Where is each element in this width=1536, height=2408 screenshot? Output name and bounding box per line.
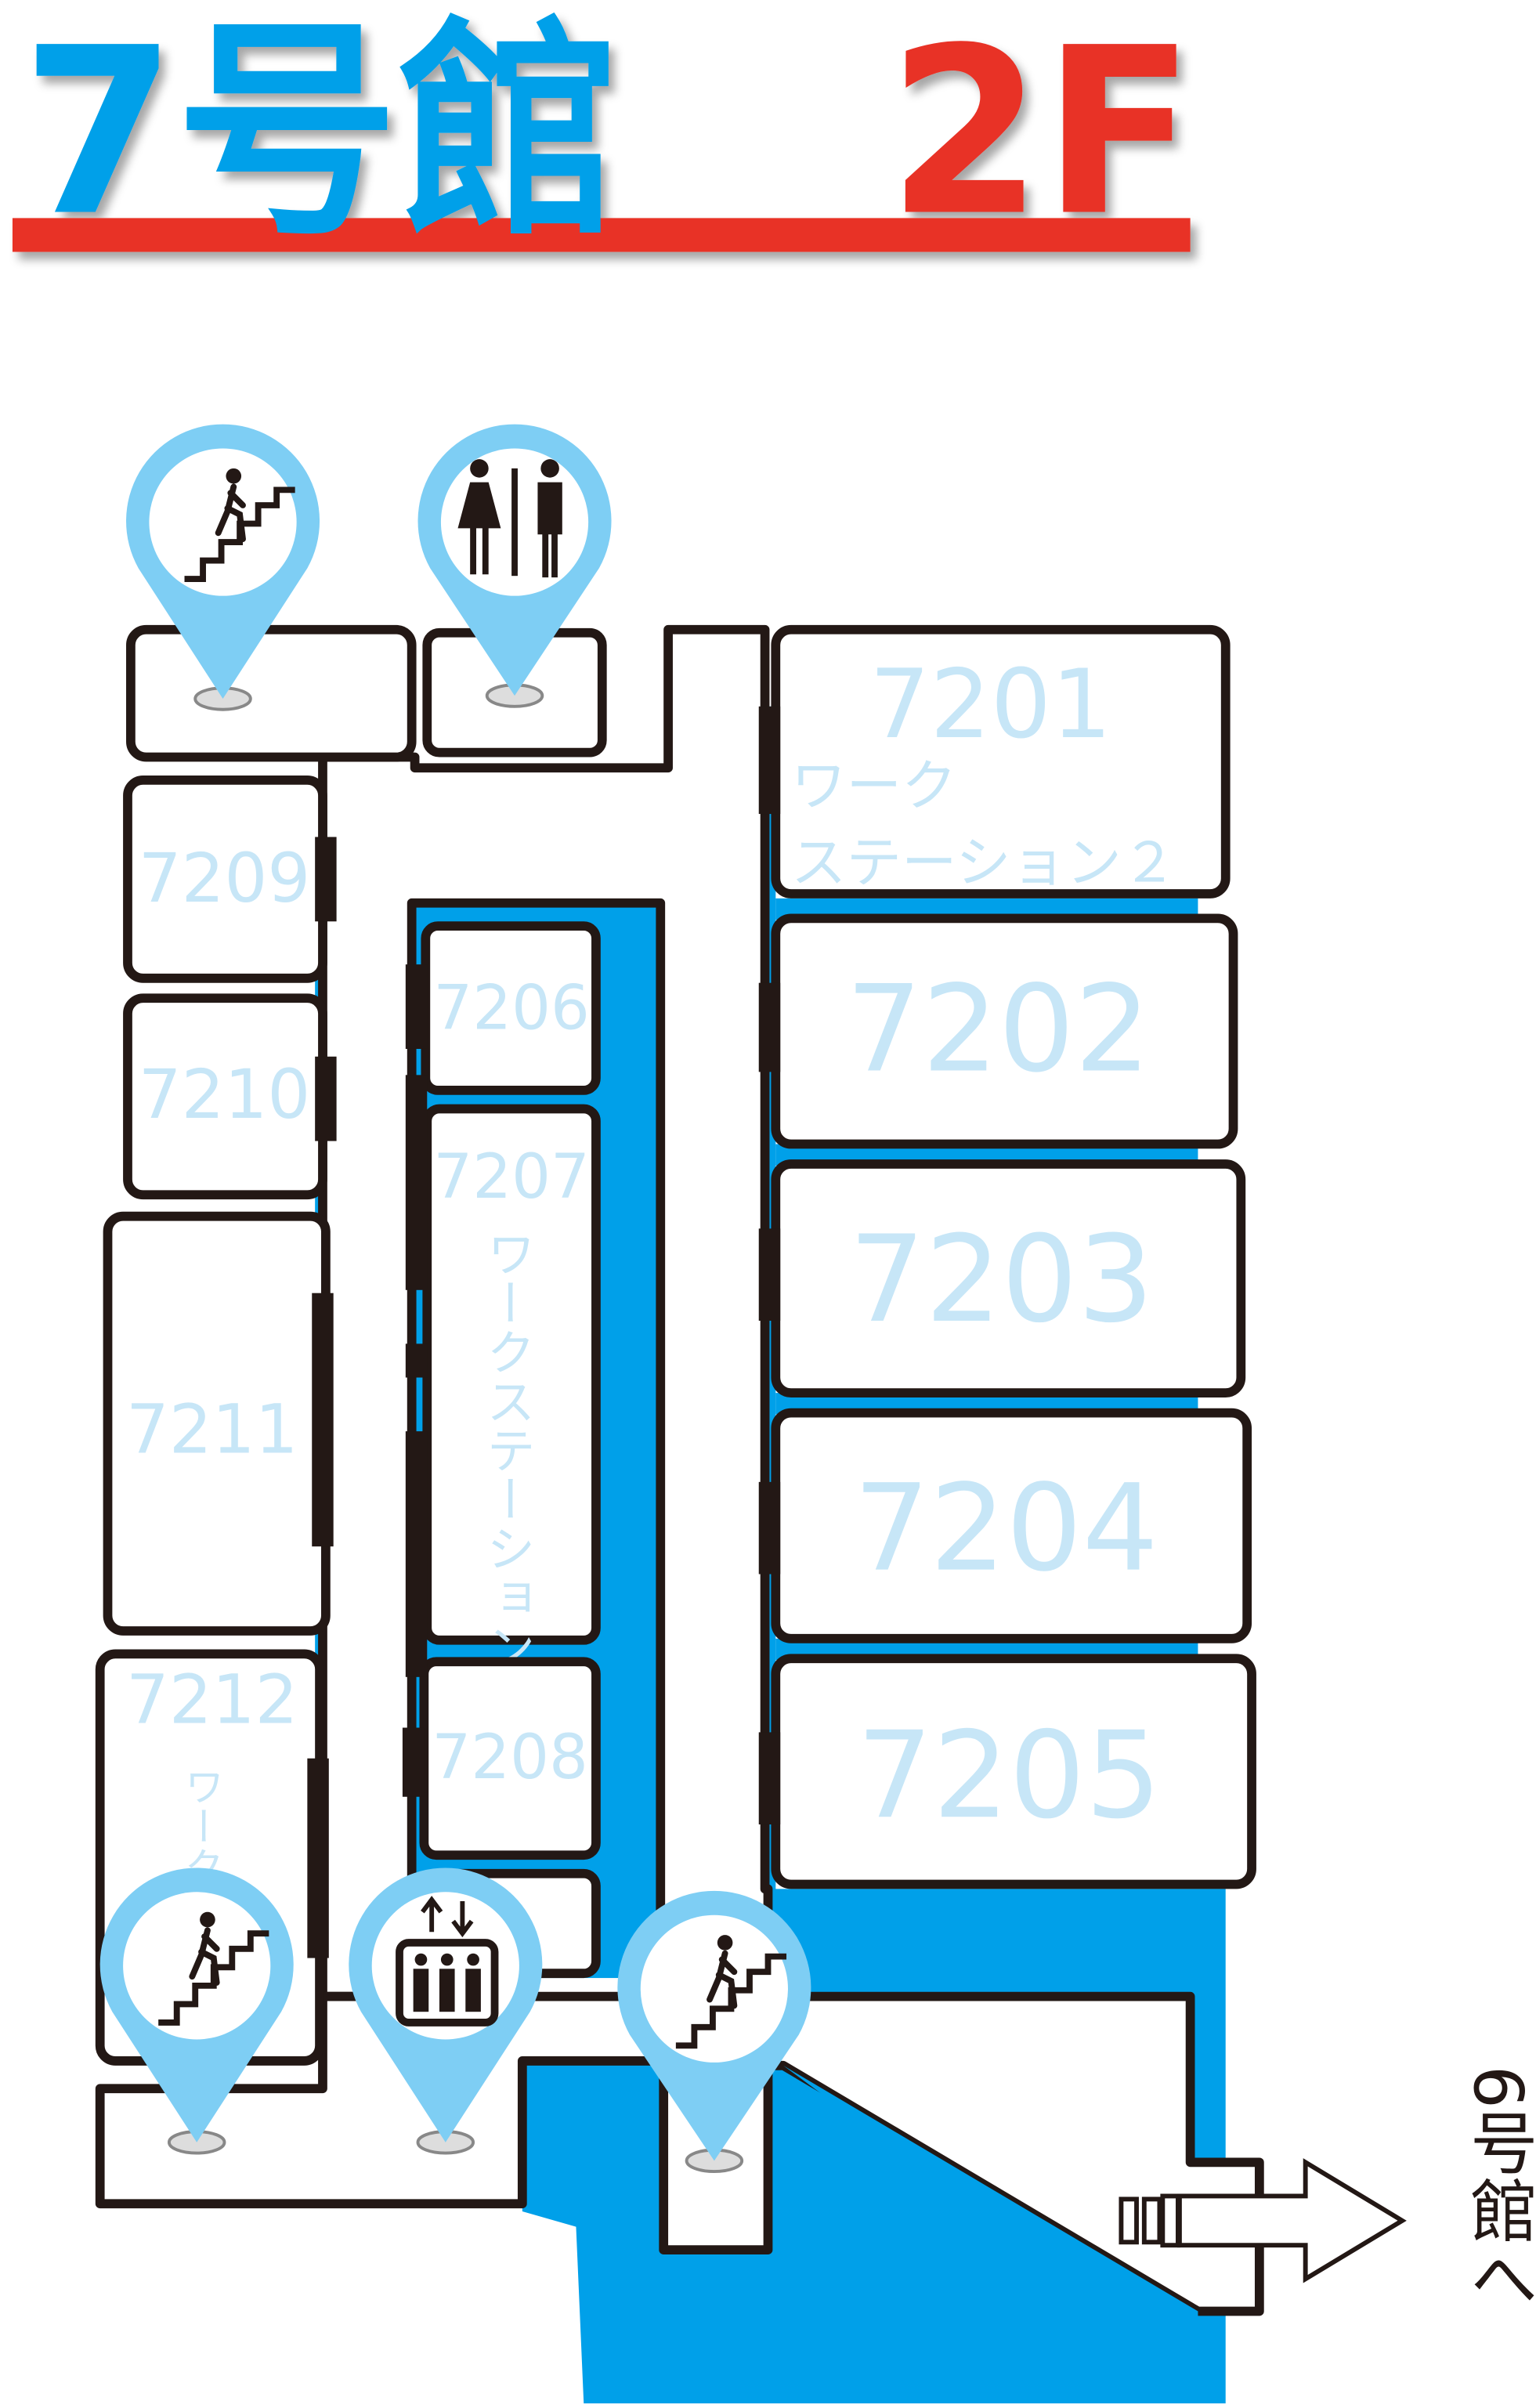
floor-title: 2F <box>887 0 1194 267</box>
building-title: 7号館 <box>22 0 621 267</box>
room-number: 7206 <box>433 973 590 1044</box>
pin-elevator[interactable] <box>349 1867 543 2155</box>
room-7210[interactable]: 7210 <box>123 993 327 1200</box>
exit-arrow[interactable]: 6号館へ <box>1119 2066 1536 2312</box>
room-7201[interactable]: 7201 ワーク ステーション２ <box>771 624 1231 898</box>
room-7203[interactable]: 7203 <box>771 1159 1246 1398</box>
room-number: 7203 <box>849 1210 1154 1350</box>
room-7207[interactable]: 7207 ワークステーション１ <box>422 1104 601 1720</box>
corridors <box>95 624 1264 2373</box>
pin-stairs-bottom-left[interactable] <box>99 1867 294 2155</box>
room-7209[interactable]: 7209 <box>123 776 327 983</box>
room-number: 7208 <box>432 1722 588 1793</box>
pin-stairs-bottom-center[interactable] <box>617 1890 811 2174</box>
room-number: 7209 <box>139 840 310 918</box>
page-header: 7号館 2F <box>12 0 1195 267</box>
room-name: ワーク <box>791 753 957 818</box>
pin-stairs-top-left[interactable] <box>126 424 320 711</box>
room-7205[interactable]: 7205 <box>771 1654 1256 1889</box>
room-number: 7201 <box>869 649 1111 760</box>
header-underline <box>12 218 1191 252</box>
room-7206[interactable]: 7206 <box>421 921 601 1095</box>
exit-label: 6号館へ <box>1458 2066 1536 2312</box>
room-number: 7212 <box>126 1661 298 1740</box>
room-number: 7204 <box>854 1459 1158 1599</box>
room-7204[interactable]: 7204 <box>771 1408 1252 1643</box>
room-number: 7207 <box>433 1141 590 1213</box>
room-7211[interactable]: 7211 <box>103 1211 331 1636</box>
stair-landing-top <box>126 624 417 762</box>
restroom-icon <box>457 459 562 578</box>
doors <box>307 706 781 1958</box>
room-name: ステーション２ <box>791 830 1177 895</box>
room-name: ワークステーション１ <box>479 1228 536 1719</box>
room-number: 7210 <box>139 1056 310 1134</box>
room-number: 7211 <box>126 1391 298 1470</box>
room-number: 7202 <box>846 960 1151 1099</box>
room-7208[interactable]: 7208 <box>419 1657 601 1860</box>
room-7202[interactable]: 7202 <box>771 913 1238 1149</box>
pin-restroom[interactable] <box>417 424 612 708</box>
elevator-icon <box>396 1896 499 2027</box>
room-number: 7205 <box>857 1706 1162 1846</box>
